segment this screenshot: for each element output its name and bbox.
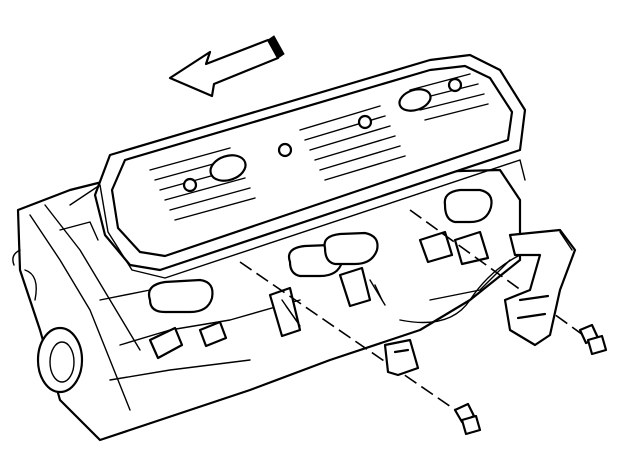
large-bracket bbox=[503, 228, 577, 347]
cover-bolt bbox=[277, 142, 293, 158]
cover-bolt bbox=[447, 77, 463, 93]
cover-ribs bbox=[149, 73, 489, 221]
small-bracket bbox=[383, 338, 420, 377]
studs bbox=[148, 230, 490, 360]
bolt-icon bbox=[578, 323, 608, 356]
assembly-lines bbox=[239, 209, 591, 421]
cover-bolt bbox=[357, 114, 373, 130]
bolt-icon bbox=[453, 402, 482, 436]
cover-bolt bbox=[182, 177, 198, 193]
valve-cover bbox=[69, 53, 527, 279]
direction-arrow-icon bbox=[168, 35, 285, 98]
exhaust-ports bbox=[36, 188, 493, 394]
